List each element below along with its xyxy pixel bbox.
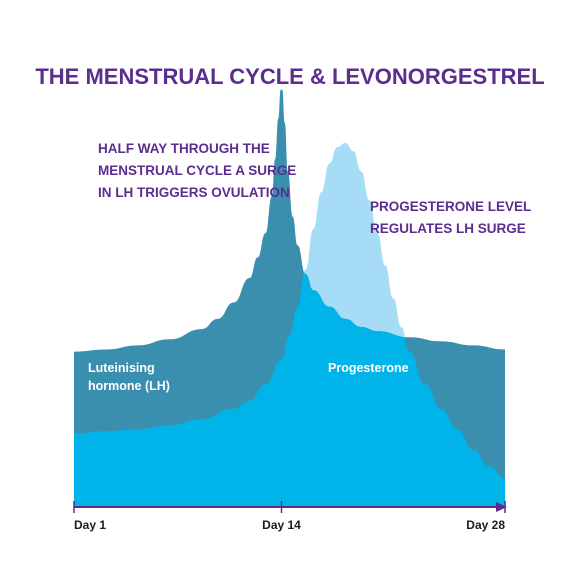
- annotation-ovulation-line-3: IN LH TRIGGERS OVULATION: [98, 185, 290, 200]
- series-progesterone-area: [74, 143, 505, 507]
- x-axis-ticks: Day 1 Day 14 Day 28: [73, 501, 506, 532]
- x-tick-label: Day 28: [466, 518, 505, 532]
- chart-title: THE MENSTRUAL CYCLE & LEVONORGESTREL: [35, 64, 544, 89]
- x-tick-label: Day 14: [262, 518, 301, 532]
- annotation-progesterone-line-1: PROGESTERONE LEVEL: [370, 199, 531, 214]
- plot-area: [74, 89, 505, 508]
- annotation-progesterone-line-2: REGULATES LH SURGE: [370, 221, 526, 236]
- annotation-ovulation-line-2: MENSTRUAL CYCLE A SURGE: [98, 163, 296, 178]
- annotation-ovulation-line-1: HALF WAY THROUGH THE: [98, 141, 270, 156]
- series-label-lh-line-2: hormone (LH): [88, 379, 170, 393]
- x-axis-arrow-icon: [496, 502, 507, 512]
- x-tick-label: Day 1: [74, 518, 106, 532]
- series-label-progesterone: Progesterone: [328, 361, 409, 375]
- series-label-lh-line-1: Luteinising: [88, 361, 155, 375]
